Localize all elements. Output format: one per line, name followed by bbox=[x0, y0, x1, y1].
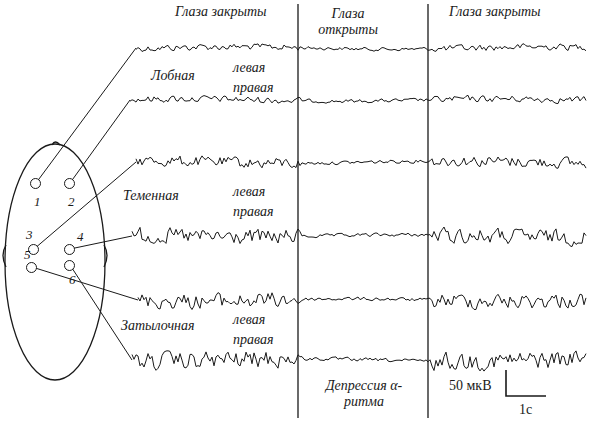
region-label: Лобная bbox=[150, 68, 196, 84]
lead-wire bbox=[36, 48, 136, 183]
electrode-number: 1 bbox=[34, 195, 41, 209]
electrode: 1 bbox=[30, 178, 41, 189]
side-label: правая bbox=[232, 332, 275, 348]
nose bbox=[52, 142, 60, 145]
lead-wire bbox=[32, 267, 138, 300]
scale-label: 50 мкВ bbox=[448, 378, 493, 394]
phase-label: Глаза закрыты bbox=[174, 4, 268, 20]
side-label: левая bbox=[232, 184, 266, 200]
ear-right bbox=[104, 245, 107, 267]
region-label: Затылочная bbox=[120, 318, 196, 334]
electrode-number: 2 bbox=[68, 195, 75, 209]
eeg-trace bbox=[138, 293, 586, 310]
eeg-trace bbox=[130, 95, 586, 103]
electrode: 5 bbox=[26, 262, 37, 273]
region-label: Теменная bbox=[122, 188, 180, 204]
scale-label: 1с bbox=[518, 402, 533, 418]
lead-wire bbox=[70, 100, 130, 183]
phase-divider bbox=[427, 4, 428, 418]
phase-label: Глаза открыты bbox=[303, 6, 393, 38]
ear-left bbox=[3, 245, 6, 267]
side-label: правая bbox=[232, 204, 275, 220]
phase-label: Глаза закрыты bbox=[448, 4, 542, 20]
scale-bar bbox=[506, 370, 546, 396]
lead-wire bbox=[34, 162, 136, 249]
electrode: 2 bbox=[64, 178, 75, 189]
electrode: 6 bbox=[64, 260, 75, 271]
eeg-trace bbox=[136, 44, 586, 52]
side-label: левая bbox=[232, 312, 266, 328]
electrode-number: 3 bbox=[26, 228, 33, 242]
eeg-trace bbox=[136, 156, 586, 168]
eeg-trace bbox=[132, 227, 586, 247]
electrode-number: 5 bbox=[24, 248, 31, 262]
eeg-trace bbox=[132, 351, 586, 371]
side-label: левая bbox=[232, 60, 266, 76]
lead-wire bbox=[70, 265, 132, 360]
electrode-number: 4 bbox=[77, 230, 84, 244]
electrode: 4 bbox=[64, 244, 75, 255]
electrode-number: 6 bbox=[69, 273, 76, 287]
annotation: Депрессия α-ритма bbox=[308, 378, 420, 410]
side-label: правая bbox=[232, 80, 275, 96]
head-outline bbox=[5, 144, 105, 380]
